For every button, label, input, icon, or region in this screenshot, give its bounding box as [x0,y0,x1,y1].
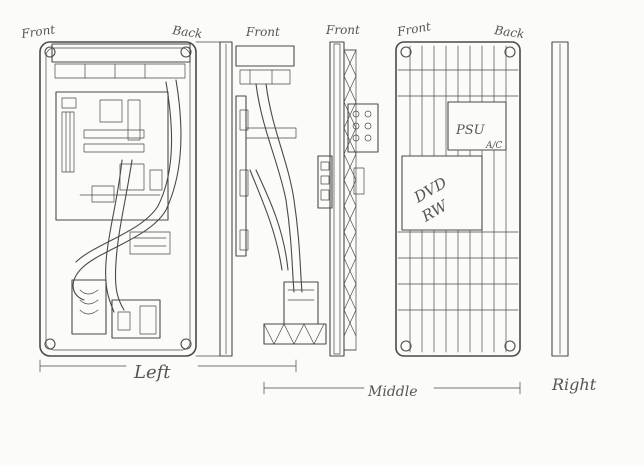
middle-view-label: Middle [367,384,418,400]
back-label-grille: Back [493,23,526,41]
left-side-view [39,41,197,357]
front-label-left: Front [19,22,56,41]
top-grille-view [395,41,521,357]
psu-box [447,101,507,151]
front-panel-edge [195,41,233,357]
dvd-rw-box [401,155,483,231]
front-label-grille: Front [395,19,432,39]
right-panel-edge [551,41,569,357]
truss-frame [317,41,379,357]
front-label-middle: Front [245,25,280,39]
psu-label: PSU [455,123,486,138]
left-view-label: Left [133,362,171,383]
label-brackets [39,359,521,395]
front-label-truss: Front [325,23,360,37]
internal-side-view [235,45,327,345]
back-label-left: Back [171,23,204,41]
right-view-label: Right [551,375,597,394]
ac-label: A/C [485,141,503,151]
